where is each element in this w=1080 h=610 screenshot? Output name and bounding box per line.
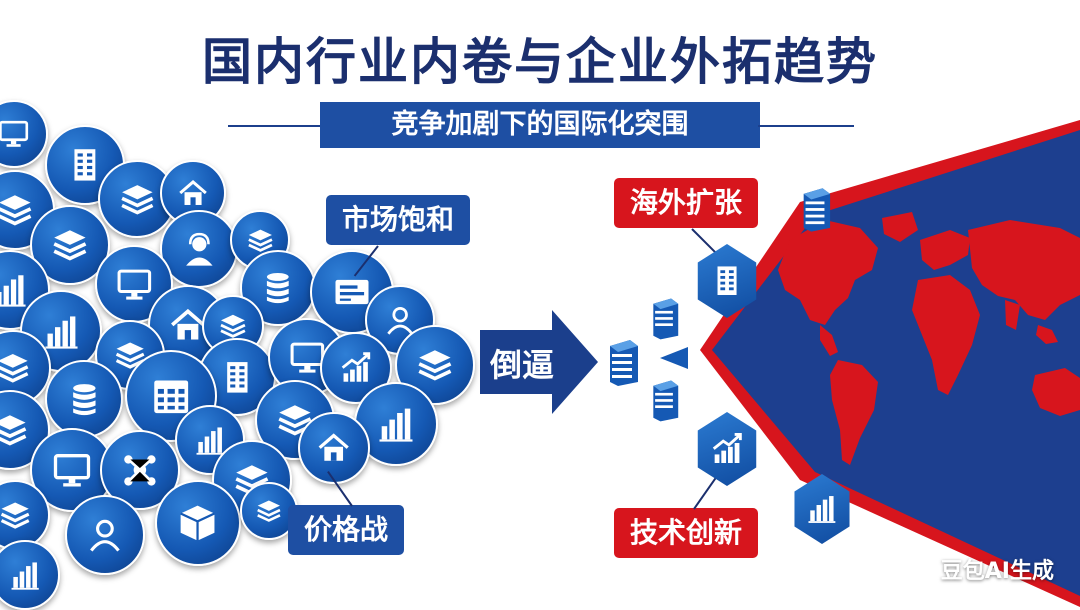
label-market-saturation: 市场饱和 [326,195,471,245]
world-map-panel [700,120,1080,607]
trend-chart-icon [320,332,392,404]
page-title: 国内行业内卷与企业外拓趋势 [202,33,878,91]
label-forced: 倒逼 [490,346,555,384]
database-icon [45,360,123,438]
label-overseas-expansion: 海外扩张 [614,178,759,228]
forced-arrow [480,310,598,414]
box-icon [155,480,241,566]
label-price-war: 价格战 [288,505,405,555]
building-hex-icon [697,244,757,318]
bar-chart-icon [0,540,60,610]
continents [778,212,1080,465]
watermark: 豆包AI生成 [940,559,1054,584]
server-box-icon [604,338,640,390]
server-box-icon [798,186,832,236]
subtitle-divider-left [228,125,322,127]
server-box-icon [648,296,680,344]
small-arrow-icon [660,347,688,369]
subtitle-banner: 竞争加剧下的国际化突围 [0,102,1080,148]
subtitle: 竞争加剧下的国际化突围 [320,102,760,148]
map-wedge-blue [712,130,1080,596]
house-icon [298,412,370,484]
user-icon [65,495,145,575]
label-tech-innovation: 技术创新 [614,508,759,558]
subtitle-divider-right [758,125,854,127]
server-box-icon [648,378,680,426]
trend-chart-hex-icon [697,412,757,486]
